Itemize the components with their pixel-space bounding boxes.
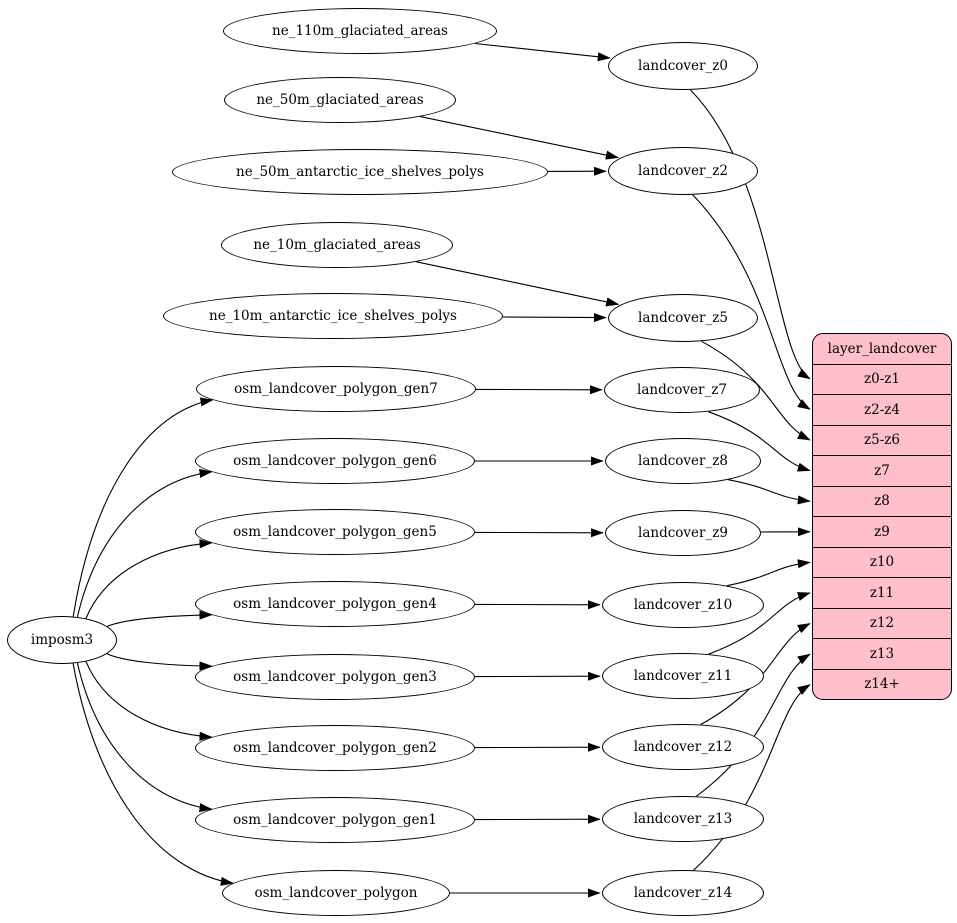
node-osm-landcover-polygon: osm_landcover_polygon xyxy=(222,870,450,916)
layer-row-z10: z10 xyxy=(813,546,951,578)
edge-landcover_z10-to-z10 xyxy=(726,559,811,587)
layer-row-z5-z6: z5-z6 xyxy=(813,424,951,456)
edge-ne_50m_glaciated_areas-to-landcover_z2 xyxy=(420,116,619,160)
edge-imposm3-to-osm_landcover_polygon_gen3 xyxy=(106,653,213,671)
edge-landcover_z0-to-z0-z1 xyxy=(690,89,811,380)
edge-landcover_z13-to-z13 xyxy=(695,653,811,797)
node-ne-10m-antarctic-ice-shelves-polys: ne_10m_antarctic_ice_shelves_polys xyxy=(163,293,503,339)
layer-row-z8: z8 xyxy=(813,485,951,517)
edge-imposm3-to-osm_landcover_polygon_gen6 xyxy=(76,468,213,618)
layer-landcover-title: layer_landcover xyxy=(827,340,937,357)
node-landcover-z12: landcover_z12 xyxy=(602,724,764,770)
layer-row-z12: z12 xyxy=(813,607,951,639)
node-landcover-z2: landcover_z2 xyxy=(608,147,758,195)
node-landcover-z13: landcover_z13 xyxy=(602,796,764,842)
node-osm-landcover-polygon-gen5: osm_landcover_polygon_gen5 xyxy=(195,509,475,555)
node-ne-110m-glaciated-areas: ne_110m_glaciated_areas xyxy=(223,8,497,54)
layer-row-z2-z4: z2-z4 xyxy=(813,394,951,425)
node-osm-landcover-polygon-gen3: osm_landcover_polygon_gen3 xyxy=(195,654,475,700)
edge-imposm3-to-osm_landcover_polygon_gen2 xyxy=(85,661,213,741)
edge-landcover_z7-to-z7 xyxy=(708,411,811,472)
layer-row-z14plus: z14+ xyxy=(813,668,951,700)
edge-imposm3-to-osm_landcover_polygon_gen4 xyxy=(107,610,213,627)
edge-landcover_z12-to-z12 xyxy=(700,623,811,726)
edge-ne_110m_glaciated_areas-to-landcover_z0 xyxy=(475,42,611,62)
node-osm-landcover-polygon-gen2: osm_landcover_polygon_gen2 xyxy=(195,725,475,771)
edge-imposm3-to-osm_landcover_polygon_gen5 xyxy=(85,539,213,619)
node-landcover-z5: landcover_z5 xyxy=(608,294,758,342)
edge-imposm3-to-osm_landcover_polygon_gen1 xyxy=(76,662,213,813)
node-landcover-z0: landcover_z0 xyxy=(608,42,758,90)
edge-imposm3-to-osm_landcover_polygon xyxy=(72,663,234,886)
layer-row-z0-z1: z0-z1 xyxy=(813,363,951,395)
edge-landcover_z14-to-z14+ xyxy=(693,684,811,871)
node-ne-10m-glaciated-areas: ne_10m_glaciated_areas xyxy=(221,222,453,268)
node-landcover-z10: landcover_z10 xyxy=(602,582,764,628)
layer-landcover-table: layer_landcover z0-z1 z2-z4 z5-z6 z7 z8 … xyxy=(812,333,952,700)
edge-ne_10m_antarctic_ice_shelves_polys-to-landcover_z5 xyxy=(502,312,607,323)
edge-landcover_z8-to-z8 xyxy=(728,479,811,505)
node-imposm3: imposm3 xyxy=(7,616,117,664)
edge-imposm3-to-osm_landcover_polygon_gen7 xyxy=(72,397,214,617)
node-landcover-z11: landcover_z11 xyxy=(602,653,764,699)
layer-row-z7: z7 xyxy=(813,455,951,486)
edge-ne_10m_glaciated_areas-to-landcover_z5 xyxy=(416,261,620,307)
node-osm-landcover-polygon-gen4: osm_landcover_polygon_gen4 xyxy=(195,581,475,627)
node-landcover-z7: landcover_z7 xyxy=(604,367,760,413)
node-osm-landcover-polygon-gen6: osm_landcover_polygon_gen6 xyxy=(195,438,475,484)
node-ne-50m-glaciated-areas: ne_50m_glaciated_areas xyxy=(224,77,456,123)
layer-row-z13: z13 xyxy=(813,638,951,669)
layer-row-z11: z11 xyxy=(813,577,951,608)
edge-landcover_z2-to-z2-z4 xyxy=(692,194,811,410)
edge-landcover_z5-to-z5-z6 xyxy=(701,340,811,441)
node-ne-50m-antarctic-ice-shelves-polys: ne_50m_antarctic_ice_shelves_polys xyxy=(172,149,548,195)
node-landcover-z9: landcover_z9 xyxy=(605,510,761,556)
node-landcover-z14: landcover_z14 xyxy=(602,870,764,916)
edge-landcover_z11-to-z11 xyxy=(708,592,811,655)
node-osm-landcover-polygon-gen1: osm_landcover_polygon_gen1 xyxy=(195,797,475,843)
node-landcover-z8: landcover_z8 xyxy=(605,438,761,484)
layer-row-z9: z9 xyxy=(813,516,951,547)
node-osm-landcover-polygon-gen7: osm_landcover_polygon_gen7 xyxy=(196,366,476,412)
